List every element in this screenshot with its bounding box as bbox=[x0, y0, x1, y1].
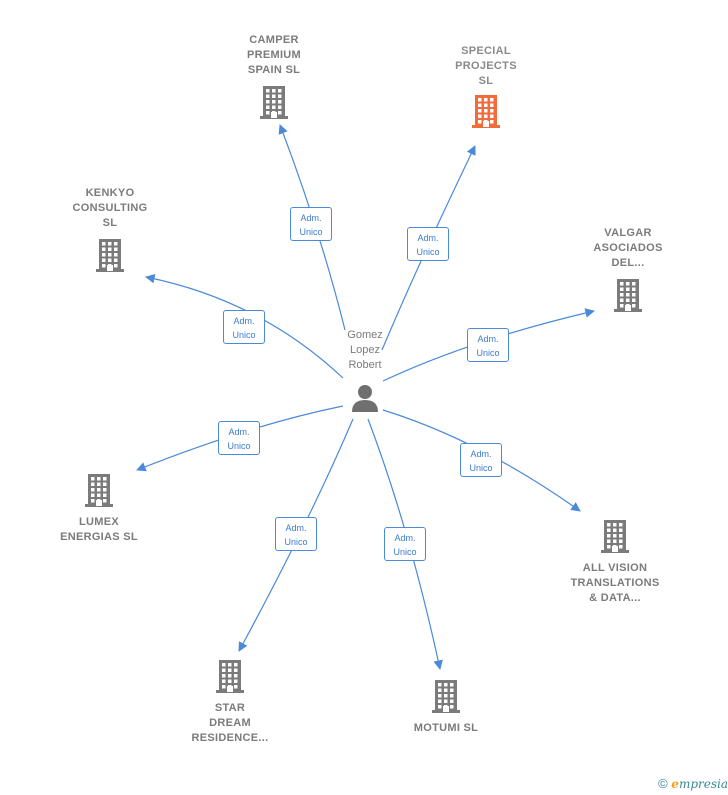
relation-special[interactable]: Adm.Unico bbox=[407, 227, 449, 261]
company-name: STAR DREAM RESIDENCE... bbox=[191, 702, 269, 744]
company-name: CAMPER PREMIUM SPAIN SL bbox=[246, 34, 302, 76]
relation-kenkyo[interactable]: Adm.Unico bbox=[223, 310, 265, 344]
person-node[interactable]: Gomez Lopez Robert bbox=[322, 328, 408, 418]
company-node-valgar[interactable]: VALGAR ASOCIADOS DEL... bbox=[578, 226, 678, 318]
copyright-symbol: © bbox=[658, 776, 668, 791]
company-node-special[interactable]: SPECIAL PROJECTS SL bbox=[436, 44, 536, 134]
company-name: LUMEX ENERGIAS SL bbox=[60, 516, 138, 543]
building-icon bbox=[612, 277, 644, 318]
building-icon bbox=[214, 658, 246, 699]
relation-valgar[interactable]: Adm.Unico bbox=[467, 328, 509, 362]
company-node-motumi[interactable]: MOTUMI SL bbox=[396, 678, 496, 736]
company-node-kenkyo[interactable]: KENKYO CONSULTING SL bbox=[60, 186, 160, 278]
brand-logo: empresia bbox=[671, 777, 728, 791]
company-node-star[interactable]: STAR DREAM RESIDENCE... bbox=[180, 658, 280, 746]
company-name: KENKYO CONSULTING SL bbox=[72, 187, 148, 229]
building-icon bbox=[470, 93, 502, 134]
person-icon bbox=[352, 385, 378, 412]
building-icon bbox=[258, 84, 290, 125]
company-name: SPECIAL PROJECTS SL bbox=[455, 45, 517, 87]
company-name: MOTUMI SL bbox=[413, 722, 479, 734]
relation-allvision[interactable]: Adm.Unico bbox=[460, 443, 502, 477]
relation-motumi[interactable]: Adm.Unico bbox=[384, 527, 426, 561]
company-node-lumex[interactable]: LUMEX ENERGIAS SL bbox=[49, 472, 149, 545]
building-icon bbox=[94, 237, 126, 278]
company-name: VALGAR ASOCIADOS DEL... bbox=[593, 227, 663, 269]
company-node-camper[interactable]: CAMPER PREMIUM SPAIN SL bbox=[224, 33, 324, 125]
footer-brand: © empresia bbox=[658, 776, 728, 791]
relation-star[interactable]: Adm.Unico bbox=[275, 517, 317, 551]
building-icon bbox=[430, 678, 462, 719]
relation-camper[interactable]: Adm.Unico bbox=[290, 207, 332, 241]
company-node-allvision[interactable]: ALL VISION TRANSLATIONS & DATA... bbox=[560, 518, 670, 606]
person-name: Gomez Lopez Robert bbox=[347, 329, 383, 371]
company-name: ALL VISION TRANSLATIONS & DATA... bbox=[570, 562, 660, 604]
building-icon bbox=[599, 518, 631, 559]
building-icon bbox=[83, 472, 115, 513]
relation-lumex[interactable]: Adm.Unico bbox=[218, 421, 260, 455]
